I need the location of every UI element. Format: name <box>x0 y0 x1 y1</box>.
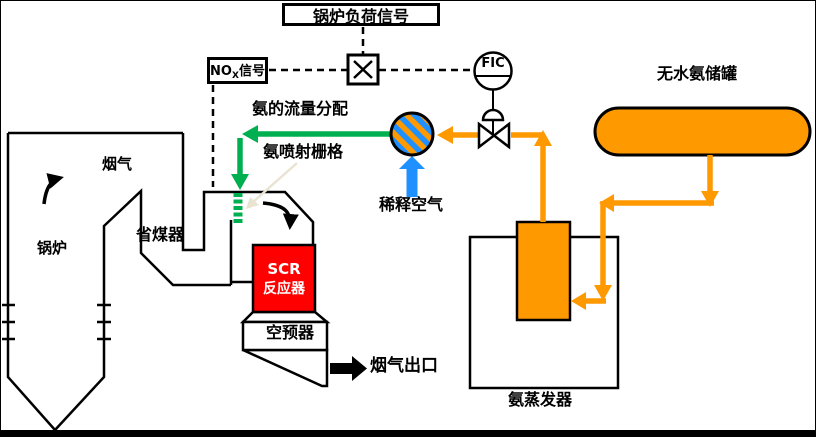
air-preheater <box>239 310 331 388</box>
nox-signal-box: NOX信号 <box>207 57 268 84</box>
boiler-load-signal-label: 锅炉负荷信号 <box>312 6 409 26</box>
flue-gas-up-arrow <box>42 173 64 205</box>
fic-instrument-circle <box>473 51 513 91</box>
flue-gas-outlet-arrow <box>330 356 367 381</box>
scr-reactor-label: SCR 反应器 <box>263 259 305 297</box>
ammonia-pipe-lines <box>452 132 714 304</box>
signal-dashed-lines <box>211 27 473 187</box>
fic-label: FIC <box>481 56 505 71</box>
evaporator-heater <box>515 220 572 322</box>
ammonia-evaporator-label: 氨蒸发器 <box>508 390 573 409</box>
scr-reactor-shape <box>251 243 317 314</box>
boiler-wall-ticks <box>2 303 111 341</box>
control-valve-icon <box>491 121 511 150</box>
bottom-border-bar <box>0 430 816 436</box>
boiler-load-signal-box: 锅炉负荷信号 <box>282 3 440 26</box>
scr-inlet-down-arrow <box>262 201 299 230</box>
injection-grid-callout-arrow <box>246 162 298 209</box>
boiler-outline <box>2 131 315 432</box>
fic-controller <box>473 51 513 150</box>
ammonia-tank-label: 无水氨储罐 <box>657 64 738 83</box>
air-preheater-label: 空预器 <box>266 323 315 342</box>
mixer-icon <box>389 111 435 157</box>
economizer-label: 省煤器 <box>136 225 185 244</box>
ammonia-pipe-arrowheads <box>437 126 719 310</box>
nox-signal-label: NOX信号 <box>210 64 265 81</box>
dilution-air-arrow <box>399 156 425 197</box>
ammonia-distribution-arrowheads <box>231 125 258 190</box>
valve-actuator-dome <box>481 108 505 122</box>
flue-gas-label: 烟气 <box>102 155 133 173</box>
x-icon <box>353 60 373 79</box>
ammonia-distribution-line <box>237 131 391 175</box>
dilution-air-label: 稀释空气 <box>379 195 444 214</box>
ammonia-distribution-label: 氨的流量分配 <box>252 99 349 118</box>
control-valve-icon <box>477 121 497 150</box>
flow-direction-arrows <box>42 173 299 230</box>
injection-grid-label: 氨喷射栅格 <box>263 142 344 161</box>
ammonia-tank-shape <box>593 106 812 157</box>
flue-gas-outlet-label: 烟气出口 <box>370 356 438 376</box>
multiplier-block <box>346 53 380 86</box>
ammonia-injection-grid-dashes <box>233 193 243 223</box>
boiler-label: 锅炉 <box>37 239 68 257</box>
